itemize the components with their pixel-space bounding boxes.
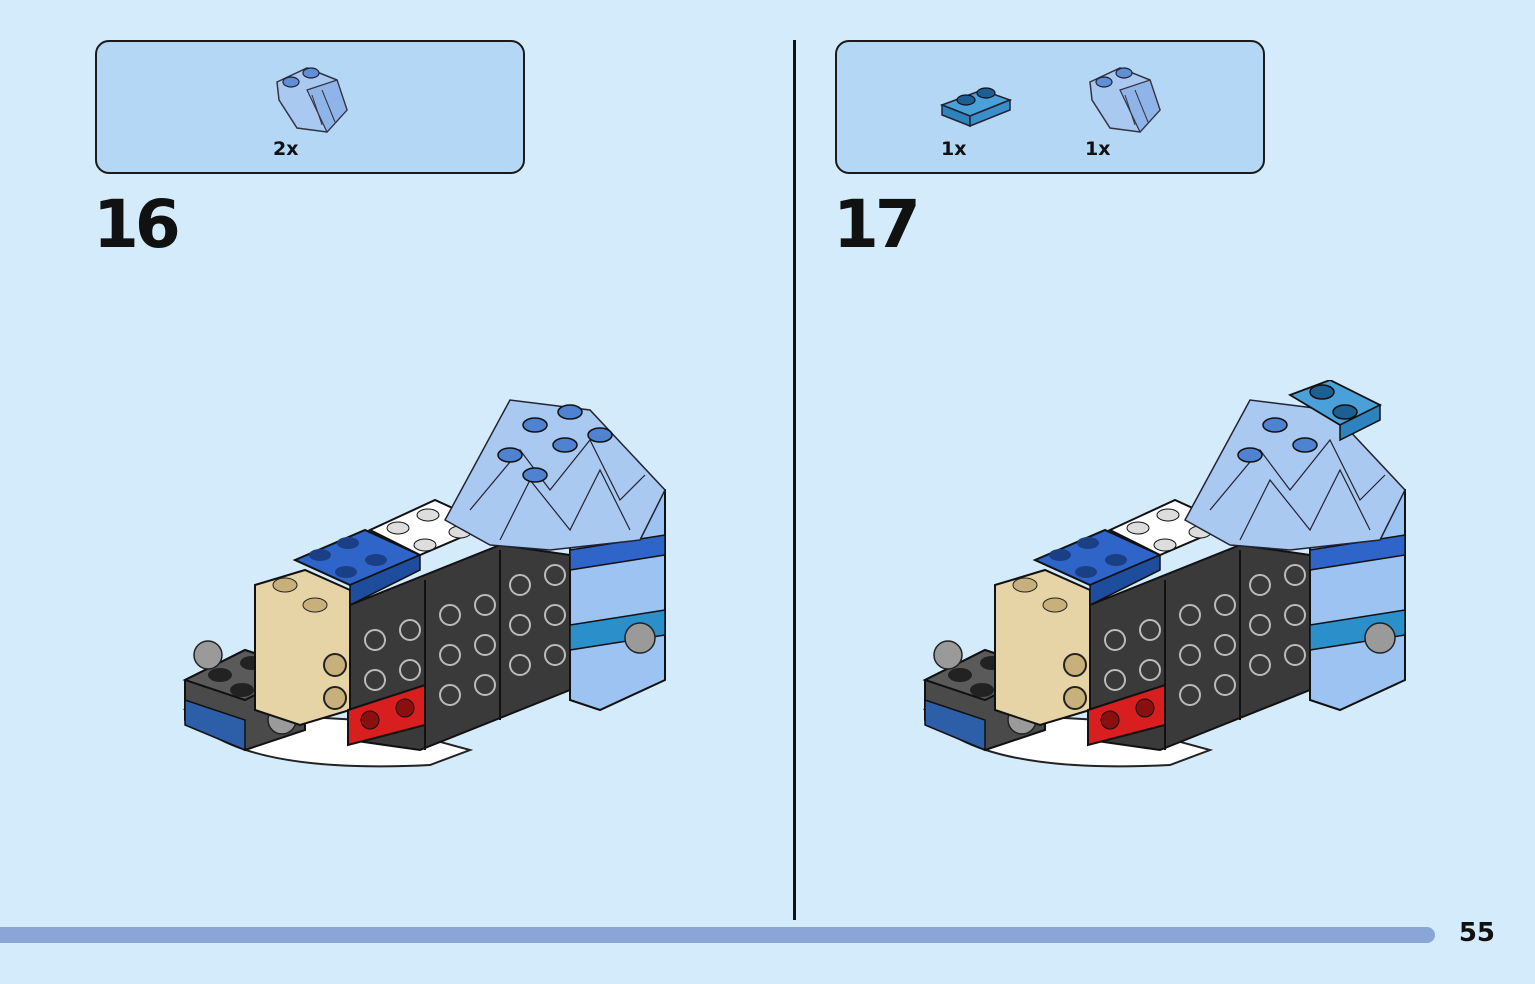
parts-callout-box: 2x (95, 40, 525, 174)
part-count: 1x (941, 138, 967, 160)
step-number: 17 (833, 186, 921, 263)
ice-wedge-piece-icon (1089, 67, 1161, 134)
blue-plate-1x2-icon (939, 87, 1013, 128)
step-divider (793, 40, 796, 920)
progress-bar (0, 927, 1435, 943)
part-count: 2x (273, 138, 299, 160)
step-number: 16 (93, 186, 181, 263)
ice-wedge-piece-icon (276, 67, 348, 134)
build-model-illustration (922, 380, 1406, 768)
step-16: 2x 16 (0, 0, 740, 920)
part-item (917, 60, 1037, 170)
step-17: 1x 1x 17 (740, 0, 1480, 920)
page-number: 55 (1458, 918, 1495, 948)
part-item (252, 60, 372, 170)
parts-callout-box: 1x 1x (835, 40, 1265, 174)
build-model-illustration (182, 399, 666, 768)
part-item (1065, 60, 1185, 170)
part-count: 1x (1085, 138, 1111, 160)
